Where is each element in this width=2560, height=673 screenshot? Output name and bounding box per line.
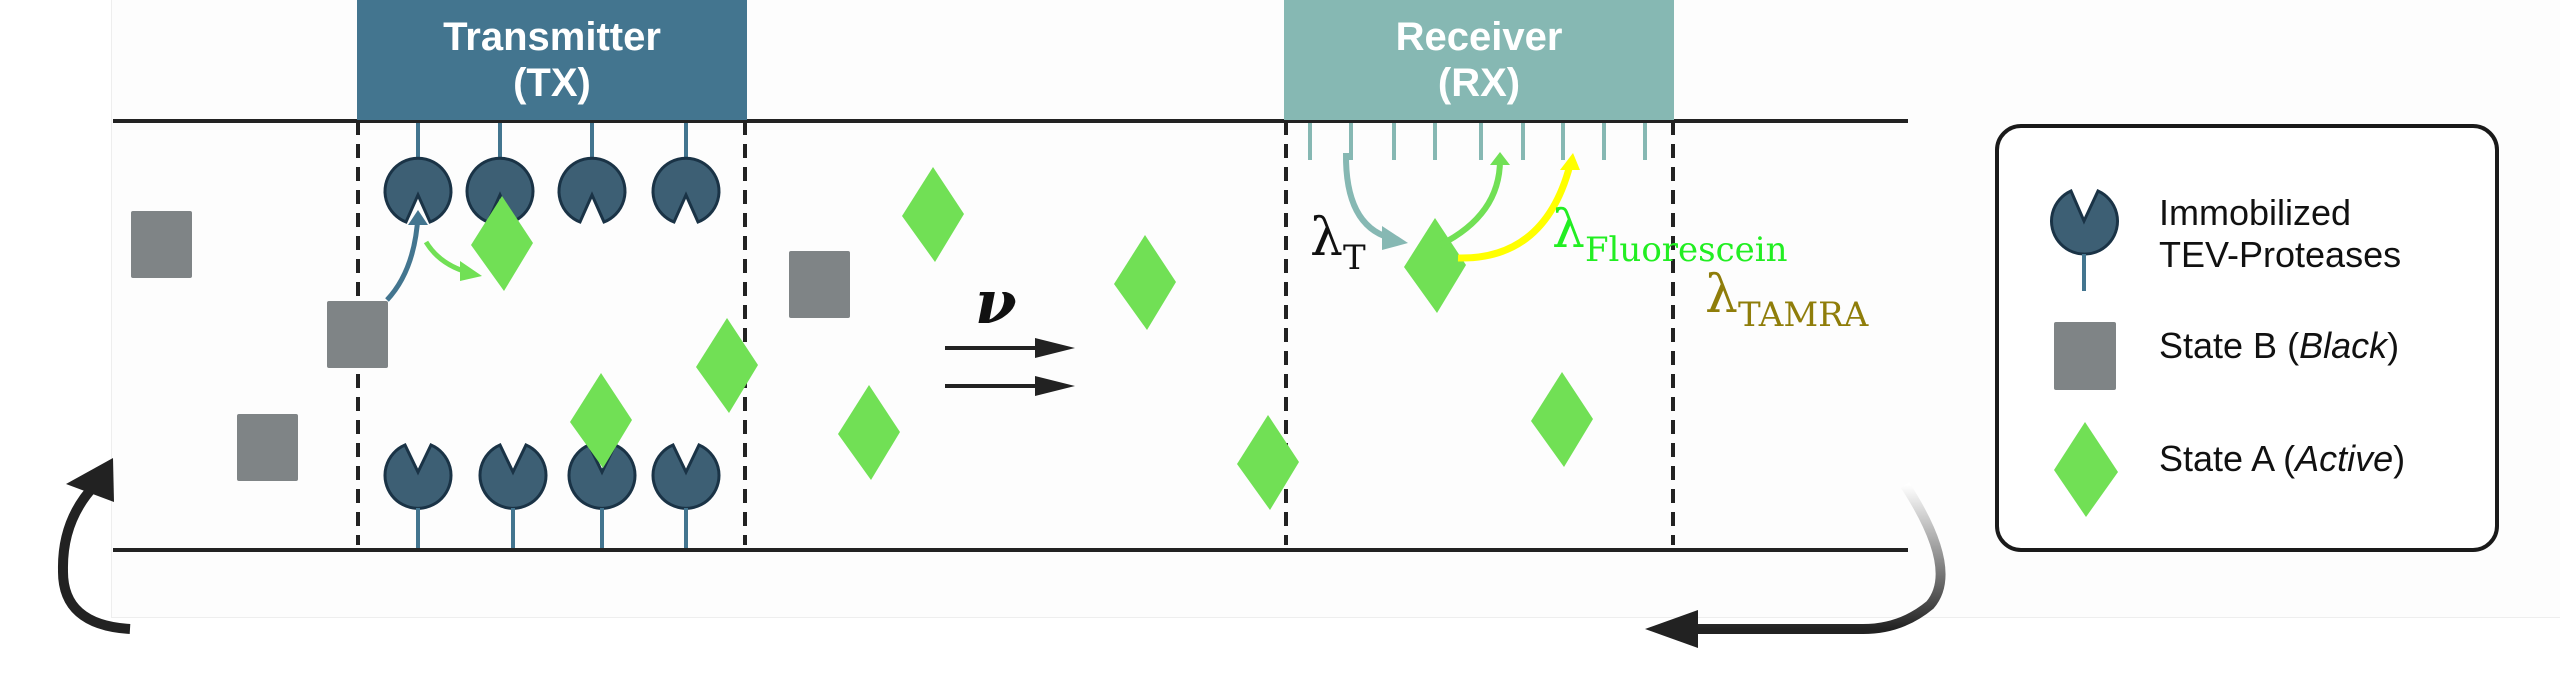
lambda-symbol: λ [1552,200,1585,260]
legend-protease-line1: Immobilized [2159,192,2352,233]
cleave-arrow [385,214,421,302]
legend-state-a-suffix: ) [2393,438,2406,479]
recirculation-arrow-left [57,481,131,634]
state-a-molecule [838,385,900,480]
state-a-molecule [696,318,758,413]
lambda-tamra-label: λTAMRA [1705,265,1868,335]
state-a-molecule [1237,415,1299,510]
square-icon [2054,322,2116,390]
lambda-tamra-subscript: TAMRA [1737,295,1869,335]
legend-state-b-suffix: ) [2387,325,2400,366]
legend-state-b-label: State B (Black) [2159,325,2399,367]
tamra-emission-arrow-head [1560,153,1580,170]
legend-box: Immobilized TEV-Proteases State B (Black… [1995,124,2499,552]
legend-protease-line2: TEV-Proteases [2159,234,2402,275]
recirculation-arrow-head-up [66,458,114,502]
legend-state-a-prefix: State A ( [2159,438,2296,479]
receiver-header: Receiver (RX) [1284,0,1674,120]
lambda-symbol: λ [1705,265,1738,325]
lambda-symbol: λ [1310,208,1343,268]
flow-arrow-2-head [1035,376,1075,396]
legend-state-a-label: State A (Active) [2159,438,2405,480]
proteases-group [383,123,721,548]
lambda-t-label: λT [1310,208,1366,278]
transmitter-title: Transmitter [443,15,661,59]
lambda-fluorescein-label: λFluorescein [1552,200,1788,270]
flow-velocity-label: ν [975,268,1017,338]
fluorescein-emission-arrow-head [1490,152,1510,165]
state-a-molecule [570,373,632,468]
transmitter-abbr: (TX) [513,61,591,105]
lambda-t-subscript: T [1342,238,1366,278]
state-b-molecule [237,414,298,481]
flow-arrow-1-head [1035,338,1075,358]
tamra-emission-arrow [1457,164,1574,262]
recirculation-arrow-right [1690,482,1946,635]
state-a-molecule [1114,235,1176,330]
protease-bottom [651,443,721,548]
lambda-fluorescein-subscript: Fluorescein [1584,230,1788,270]
protease-top [383,123,453,224]
protease-top [651,123,721,224]
receiver-abbr: (RX) [1437,61,1521,105]
protease-bottom [383,443,453,548]
transmitter-header: Transmitter (TX) [357,0,747,120]
diamond-icon [2054,422,2118,517]
legend-state-b-emph: Black [2299,325,2388,366]
state-a-molecule [902,167,964,262]
protease-bottom [567,443,637,548]
excitation-arrow-head [1382,226,1408,250]
state-a-molecule [471,196,533,291]
cleave-arrow-head [408,210,428,225]
legend-state-b-prefix: State B ( [2159,325,2300,366]
receiver-title: Receiver [1395,15,1563,59]
protease-top [557,123,627,224]
receiver-comb [1308,123,1647,160]
release-arrow-head [460,261,482,281]
protease-icon [2050,189,2119,291]
legend-state-a-emph: Active [2295,438,2394,479]
molecules-group [131,167,1593,510]
state-b-molecule [327,301,388,368]
state-b-molecule [789,251,850,318]
state-a-molecule [1531,372,1593,467]
excitation-arrow [1342,152,1391,241]
protease-bottom [478,443,548,548]
fluorescein-emission-arrow [1438,159,1503,248]
protease-top [465,123,535,224]
recirculation-arrow-head-left [1645,610,1698,648]
legend-protease-label: Immobilized TEV-Proteases [2159,192,2401,276]
state-b-molecule [131,211,192,278]
